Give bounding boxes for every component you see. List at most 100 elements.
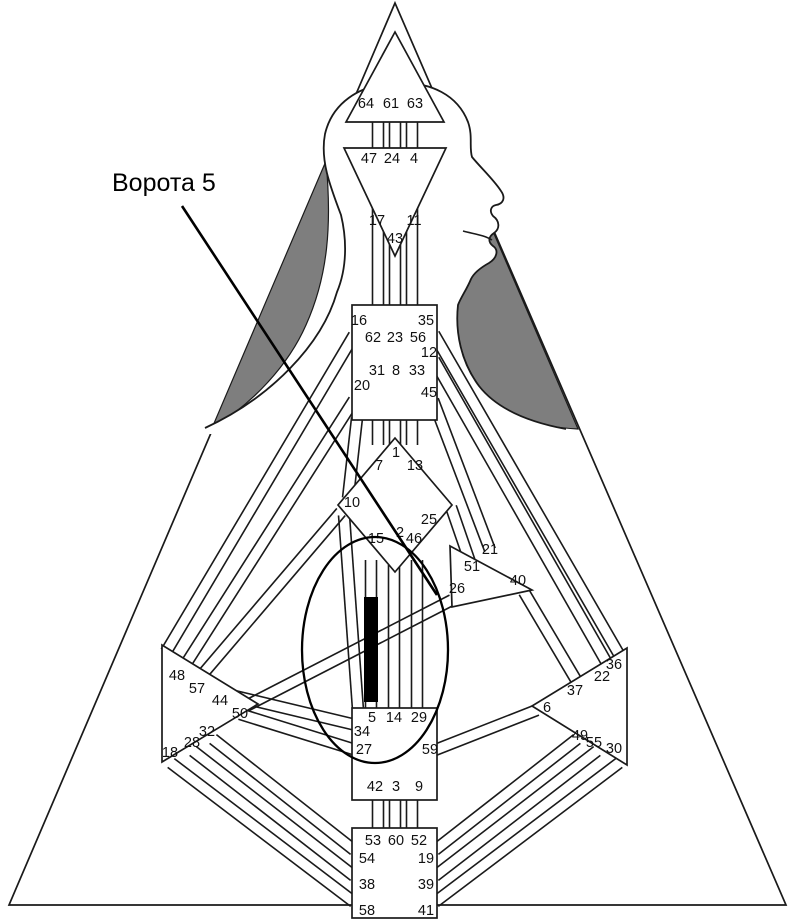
gate-number-24: 24 (384, 151, 400, 167)
channel-outline (438, 330, 626, 654)
gate-number-57: 57 (189, 681, 205, 697)
gate-number-8: 8 (392, 363, 400, 379)
gate-number-13: 13 (407, 458, 423, 474)
gate-number-21: 21 (482, 542, 498, 558)
channel-outline (431, 734, 575, 847)
gate-number-23: 23 (387, 330, 403, 346)
gate-number-44: 44 (212, 693, 228, 709)
channel-outline (160, 331, 350, 650)
gate-number-51: 51 (464, 559, 480, 575)
channel-outline (431, 757, 617, 899)
gate-number-60: 60 (388, 833, 404, 849)
channel-outline (437, 742, 581, 855)
gate-number-53: 53 (365, 833, 381, 849)
channel-outline (191, 507, 338, 679)
channel-outline (437, 397, 496, 549)
channel-outline (189, 754, 352, 881)
channels (160, 112, 626, 908)
gate-number-33: 33 (409, 363, 425, 379)
channel-outline (199, 515, 346, 687)
channel-outline (432, 704, 536, 746)
channel-outline (436, 714, 540, 756)
gate-number-47: 47 (361, 151, 377, 167)
gate-number-62: 62 (365, 330, 381, 346)
annotation-label: Ворота 5 (112, 169, 216, 197)
gate-number-10: 10 (344, 495, 360, 511)
gate-number-16: 16 (351, 313, 367, 329)
gate-number-35: 35 (418, 313, 434, 329)
head-silhouette-outline (204, 82, 567, 430)
gate-number-25: 25 (421, 512, 437, 528)
gate-number-56: 56 (410, 330, 426, 346)
head-silhouette-fill (205, 82, 566, 434)
gate-number-32: 32 (199, 724, 215, 740)
gate-number-26: 26 (449, 581, 465, 597)
gate-number-28: 28 (184, 735, 200, 751)
gate-number-43: 43 (387, 231, 403, 247)
gate-number-42: 42 (367, 779, 383, 795)
gate-number-61: 61 (383, 96, 399, 112)
channel-outline (337, 515, 354, 711)
channel-outline (170, 337, 360, 656)
gate-number-7: 7 (375, 458, 383, 474)
gate-number-31: 31 (369, 363, 385, 379)
gate-number-45: 45 (421, 385, 437, 401)
channel-outline (437, 766, 623, 908)
channel-outline (173, 757, 358, 899)
gate-number-49: 49 (572, 728, 588, 744)
gate-number-6: 6 (543, 700, 551, 716)
channel-outline (427, 401, 486, 553)
channel-outline (348, 514, 365, 710)
channel-outline (241, 707, 358, 746)
gate-number-17: 17 (369, 213, 385, 229)
gate-number-22: 22 (594, 669, 610, 685)
channel-outline (209, 742, 352, 855)
gate-number-30: 30 (606, 741, 622, 757)
gate-number-29: 29 (411, 710, 427, 726)
gate-number-18: 18 (162, 745, 178, 761)
channel-outline (428, 362, 608, 676)
gate-number-52: 52 (411, 833, 427, 849)
channel-outline (238, 718, 355, 757)
gate-number-39: 39 (418, 877, 434, 893)
gate-number-64: 64 (358, 96, 374, 112)
channel-outline (248, 604, 455, 712)
mouth-line (462, 230, 493, 241)
channel-outline (518, 594, 578, 694)
channel-outline (437, 754, 601, 881)
gate-number-15: 15 (368, 531, 384, 547)
gate-number-58: 58 (359, 903, 375, 919)
gate-number-14: 14 (386, 710, 402, 726)
gate-number-2: 2 (396, 525, 404, 541)
gate-5-highlight-bar (364, 597, 378, 702)
gate-number-36: 36 (606, 657, 622, 673)
gate-number-63: 63 (407, 96, 423, 112)
channel-outline (167, 766, 352, 908)
gate-number-19: 19 (418, 851, 434, 867)
channel-outline (243, 594, 450, 702)
gate-number-4: 4 (410, 151, 418, 167)
head-center (344, 30, 446, 123)
centers (161, 30, 628, 919)
gate-number-9: 9 (415, 779, 423, 795)
channel-outline (528, 588, 588, 688)
gate-number-5: 5 (368, 710, 376, 726)
gate-number-37: 37 (567, 683, 583, 699)
ajna-center (342, 147, 448, 258)
gate-number-12: 12 (421, 345, 437, 361)
gate-number-46: 46 (406, 531, 422, 547)
channel-outline (176, 396, 351, 668)
root-center (351, 827, 438, 919)
channel-outline (185, 402, 360, 674)
channel-outline (438, 356, 618, 670)
channel-outline (195, 746, 358, 873)
heart-center (449, 544, 535, 609)
channel-outline (215, 734, 358, 847)
gate-number-54: 54 (359, 851, 375, 867)
sacral-center (351, 707, 438, 801)
left-shoulder-shade (210, 160, 330, 430)
gate-number-50: 50 (232, 706, 248, 722)
